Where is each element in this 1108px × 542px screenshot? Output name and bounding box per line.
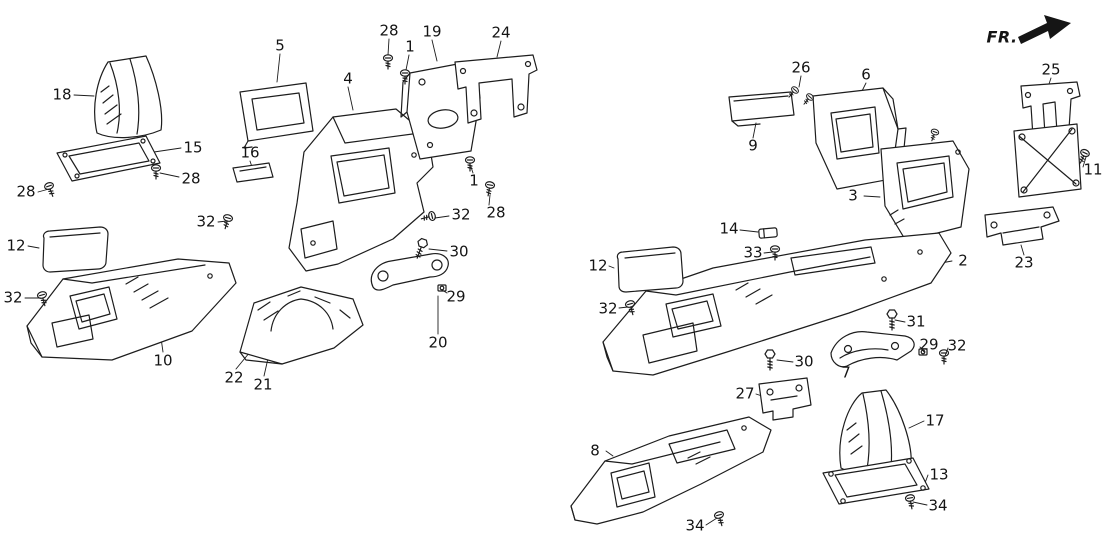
part-label-32-d: 32 xyxy=(598,299,618,318)
part-label-2: 2 xyxy=(958,251,968,270)
part-label-30-b: 30 xyxy=(794,352,814,371)
part-label-32-b: 32 xyxy=(451,205,471,224)
part-10-console-lower-left xyxy=(26,258,237,361)
clip-14-icon xyxy=(758,227,778,239)
screw-28c-icon xyxy=(150,164,162,180)
part-label-3: 3 xyxy=(848,186,858,205)
part-5-clock-panel xyxy=(239,82,314,149)
nut-29a-icon xyxy=(437,284,447,292)
part-label-26: 26 xyxy=(791,58,811,77)
part-label-22: 22 xyxy=(224,368,244,387)
bolt-30b-icon xyxy=(764,349,776,371)
part-label-17: 17 xyxy=(925,411,945,430)
part-label-21: 21 xyxy=(253,375,273,394)
part-12-console-lid-right xyxy=(616,246,684,293)
part-label-18: 18 xyxy=(52,85,72,104)
part-label-28-c: 28 xyxy=(181,169,201,188)
part-label-10: 10 xyxy=(153,351,173,370)
part-24-bridge-bracket xyxy=(454,54,538,124)
part-label-12-a: 12 xyxy=(6,236,26,255)
part-25-bracket xyxy=(1020,81,1081,138)
part-label-31: 31 xyxy=(906,312,926,331)
part-label-6: 6 xyxy=(861,65,871,84)
part-label-33: 33 xyxy=(743,243,763,262)
part-12-console-lid-left xyxy=(42,226,109,273)
part-label-15: 15 xyxy=(183,138,203,157)
part-label-4: 4 xyxy=(343,69,353,88)
part-13-boot-base-plate xyxy=(822,457,930,505)
part-label-32-c: 32 xyxy=(3,288,23,307)
part-label-19: 19 xyxy=(422,22,442,41)
part-label-14: 14 xyxy=(719,219,739,238)
part-18-shift-boot xyxy=(94,55,163,139)
part-label-25: 25 xyxy=(1041,60,1061,79)
part-label-29-a: 29 xyxy=(446,287,466,306)
part-2-console-main-right xyxy=(602,232,952,376)
part-label-20: 20 xyxy=(428,333,448,352)
part-4-console-upper xyxy=(288,108,434,272)
part-label-7: 7 xyxy=(841,363,851,382)
part-8-console-lower-right xyxy=(570,416,772,525)
part-15-console-plate xyxy=(56,135,161,182)
part-20-handle-bracket xyxy=(370,253,449,291)
part-label-28-a: 28 xyxy=(379,21,399,40)
part-label-12-b: 12 xyxy=(588,256,608,275)
screw-28a-icon xyxy=(382,54,394,70)
fr-direction-label: FR. xyxy=(986,27,1018,47)
part-label-28-d: 28 xyxy=(486,203,506,222)
part-label-34-b: 34 xyxy=(685,516,705,535)
part-label-8: 8 xyxy=(590,441,600,460)
part-label-1-b: 1 xyxy=(469,171,479,190)
screw-34a-icon xyxy=(904,493,917,511)
part-23-side-bracket xyxy=(984,206,1060,246)
part-label-32-e: 32 xyxy=(947,336,967,355)
part-16-bracket-clip xyxy=(232,162,274,183)
part-label-16: 16 xyxy=(240,143,260,162)
part-9-blank-panel xyxy=(728,91,795,127)
part-label-32-a: 32 xyxy=(196,212,216,231)
screw-28d-icon xyxy=(483,180,496,198)
part-label-11: 11 xyxy=(1083,160,1103,179)
screw-26b-icon xyxy=(800,91,816,108)
part-label-1-a: 1 xyxy=(405,37,415,56)
fr-direction-arrow-icon xyxy=(1018,15,1071,44)
part-3-console-pocket xyxy=(880,140,970,242)
screw-near-3-icon xyxy=(927,127,941,143)
part-27-bracket-plate xyxy=(758,377,812,421)
part-label-29-b: 29 xyxy=(919,335,939,354)
part-7-support-bracket xyxy=(830,331,915,368)
screw-1b-icon xyxy=(464,156,476,172)
part-label-13: 13 xyxy=(929,465,949,484)
part-11-mount-plate xyxy=(1013,123,1082,198)
part-label-23: 23 xyxy=(1014,253,1034,272)
part-label-27: 27 xyxy=(735,384,755,403)
screw-1a-icon xyxy=(399,69,411,85)
part-21-22-rear-console-cover xyxy=(239,286,364,365)
part-label-28-b: 28 xyxy=(16,182,36,201)
part-label-24: 24 xyxy=(491,23,511,42)
part-label-30-a: 30 xyxy=(449,242,469,261)
part-label-9: 9 xyxy=(748,136,758,155)
part-label-34-a: 34 xyxy=(928,496,948,515)
part-label-5: 5 xyxy=(275,36,285,55)
